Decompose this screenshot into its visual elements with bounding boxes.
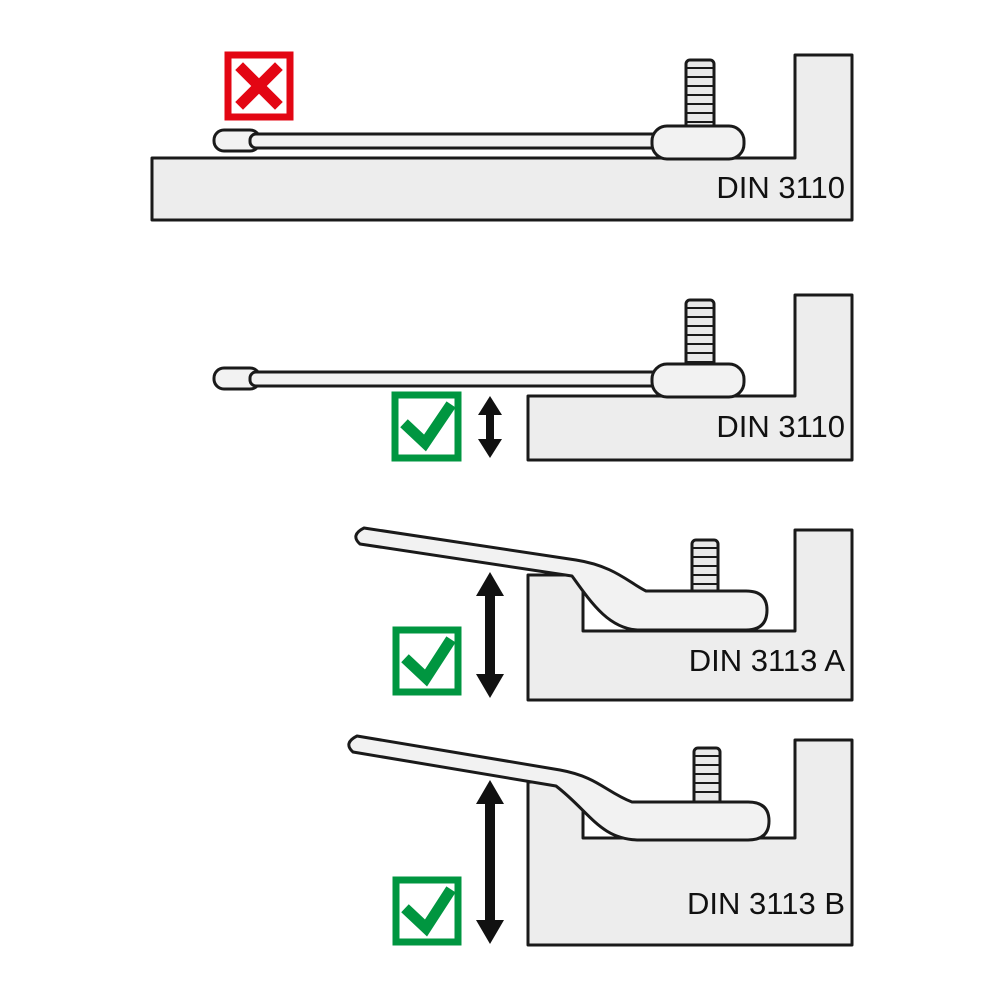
check-icon (391, 391, 462, 462)
deep-offset-ring-wrench (347, 734, 771, 842)
workpiece-block (526, 528, 854, 702)
check-icon-stroke (400, 401, 456, 452)
bolt-threads (686, 67, 714, 123)
din-standard-label: DIN 3113 A (689, 643, 846, 678)
check-icon-stroke (401, 636, 456, 687)
flat-ring-wrench (212, 124, 746, 161)
flat-ring-wrench (212, 362, 746, 399)
bolt-threads (692, 547, 718, 585)
cross-icon-stroke-2 (235, 62, 283, 110)
check-icon-stroke (401, 886, 456, 937)
offset-ring-wrench (354, 526, 769, 632)
bolt (684, 58, 716, 134)
clearance-arrow-small (478, 396, 502, 458)
bolt-threads (686, 307, 714, 363)
din-standard-label: DIN 3110 (716, 409, 845, 444)
panel-offset-wrench-a: DIN 3113 A (354, 526, 854, 702)
workpiece-block (526, 293, 854, 462)
panel-offset-wrench-b: DIN 3113 B (347, 734, 854, 947)
clearance-arrow-large (476, 572, 504, 698)
check-icon (392, 876, 462, 946)
din-standard-label: DIN 3110 (716, 170, 845, 205)
bolt (692, 746, 722, 808)
clearance-arrow-large (476, 780, 504, 944)
din-standard-label: DIN 3113 B (687, 886, 845, 921)
bolt (690, 538, 720, 598)
panel-flat-wrench-blocked: DIN 3110 (150, 51, 854, 222)
check-icon (392, 626, 462, 696)
bolt-threads (694, 755, 720, 793)
workpiece-block (150, 53, 854, 222)
panel-flat-wrench-clearance: DIN 3110 (212, 293, 854, 462)
cross-icon (224, 51, 294, 121)
bolt (684, 298, 716, 374)
